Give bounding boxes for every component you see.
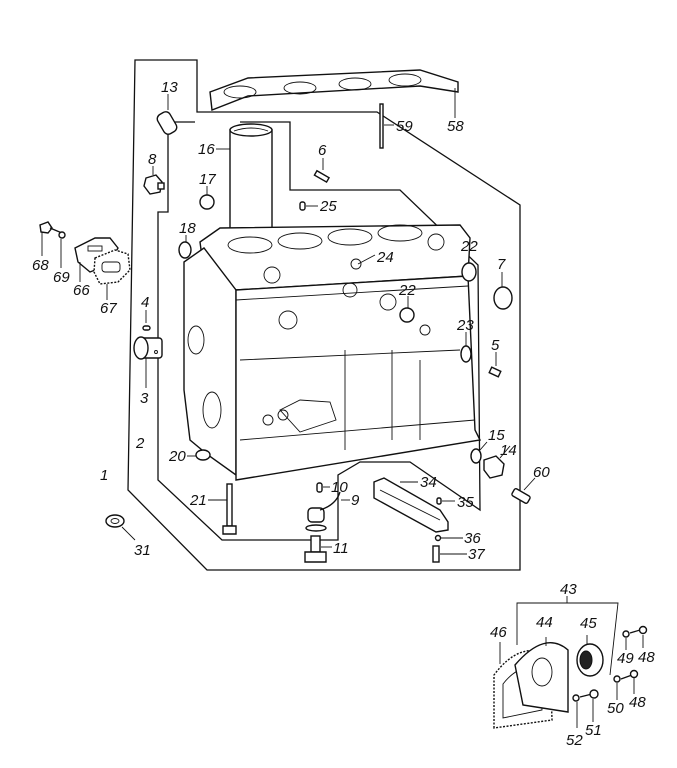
label-7: 7: [497, 256, 506, 273]
plug-22-lower: [399, 296, 415, 323]
label-67: 67: [100, 300, 117, 317]
plug-14: [483, 445, 511, 479]
sleeve-13: [156, 94, 178, 135]
label-35: 35: [457, 494, 474, 511]
label-16: 16: [198, 141, 215, 158]
label-66: 66: [73, 282, 90, 299]
washer-69: [58, 231, 66, 268]
label-37: 37: [468, 546, 485, 563]
label-25: 25: [319, 198, 337, 215]
screw-37: [432, 545, 467, 563]
label-48-lower: 48: [629, 694, 646, 711]
pin-10: [316, 482, 330, 493]
screw-48-upper: [629, 625, 648, 648]
label-20: 20: [168, 448, 186, 465]
label-51: 51: [585, 722, 602, 739]
label-11: 11: [333, 540, 349, 557]
label-18: 18: [179, 220, 196, 237]
rear-cover-44: [514, 637, 569, 713]
plug-screw-5: [488, 352, 502, 378]
oil-pressure-switch-60: [511, 477, 536, 504]
label-15: 15: [488, 427, 505, 444]
plug-18: [178, 235, 192, 259]
label-10: 10: [331, 479, 348, 496]
label-14: 14: [500, 442, 517, 459]
label-22-lower: 22: [398, 282, 416, 299]
pin-24: [357, 254, 376, 265]
expansion-plug-7: [493, 272, 513, 310]
dowel-35: [436, 497, 455, 505]
label-60: 60: [533, 464, 550, 481]
screw-68: [39, 221, 63, 256]
plug-8: [143, 166, 165, 195]
label-36: 36: [464, 530, 481, 547]
label-34: 34: [420, 474, 437, 491]
washer-52: [572, 694, 580, 728]
label-45: 45: [580, 615, 597, 632]
screw-48-lower: [620, 669, 639, 694]
label-24: 24: [376, 249, 394, 266]
label-49: 49: [617, 650, 634, 667]
cylinder-block: [183, 224, 482, 481]
label-6: 6: [318, 142, 327, 159]
label-59: 59: [396, 118, 413, 135]
part-labels: 1 2 3 4 5 6 7 8 9 10 11 13 14 15 16 17 1…: [32, 79, 655, 749]
label-50: 50: [607, 700, 624, 717]
stud-59: [379, 103, 394, 149]
bolt-21: [208, 483, 237, 535]
label-21: 21: [189, 492, 207, 509]
gasket-67: [93, 249, 131, 300]
stud-6: [313, 158, 331, 184]
plug-23: [460, 332, 472, 363]
label-9: 9: [351, 492, 360, 509]
rear-cover-group-43: [516, 596, 619, 676]
screw-51: [579, 689, 599, 722]
label-4: 4: [141, 294, 149, 311]
pin-4: [142, 310, 151, 331]
label-23: 23: [456, 317, 474, 334]
label-31: 31: [134, 542, 151, 559]
washer-36: [434, 534, 463, 542]
washer-49: [622, 630, 630, 650]
seal-ring-15: [470, 441, 488, 464]
label-22-upper: 22: [460, 238, 478, 255]
seal-ring-31: [105, 514, 136, 541]
washer-50: [613, 675, 621, 700]
banjo-bolt-11: [304, 535, 332, 563]
plug-17: [199, 186, 215, 210]
label-1: 1: [100, 467, 108, 484]
label-69: 69: [53, 269, 70, 286]
head-gasket-58: [209, 69, 459, 118]
dowel-25: [299, 201, 318, 211]
group-outline-2: [157, 121, 481, 541]
label-44: 44: [536, 614, 553, 631]
camshaft-bushing-3: [133, 336, 163, 388]
label-46: 46: [490, 624, 507, 641]
label-58: 58: [447, 118, 464, 135]
main-bearing-cap-34: [373, 477, 449, 533]
label-68: 68: [32, 257, 49, 274]
label-3: 3: [140, 390, 149, 407]
label-43: 43: [560, 581, 577, 598]
label-8: 8: [148, 151, 157, 168]
shaft-seal-45: [576, 635, 604, 677]
plug-20: [187, 449, 211, 461]
label-13: 13: [161, 79, 178, 96]
plug-22-upper: [461, 253, 477, 282]
group-outline-1: [127, 59, 521, 571]
oil-spray-nozzle-9: [305, 491, 350, 532]
label-17: 17: [199, 171, 216, 188]
label-52: 52: [566, 732, 583, 749]
label-5: 5: [491, 337, 500, 354]
label-48-upper: 48: [638, 649, 655, 666]
label-2: 2: [135, 435, 145, 452]
